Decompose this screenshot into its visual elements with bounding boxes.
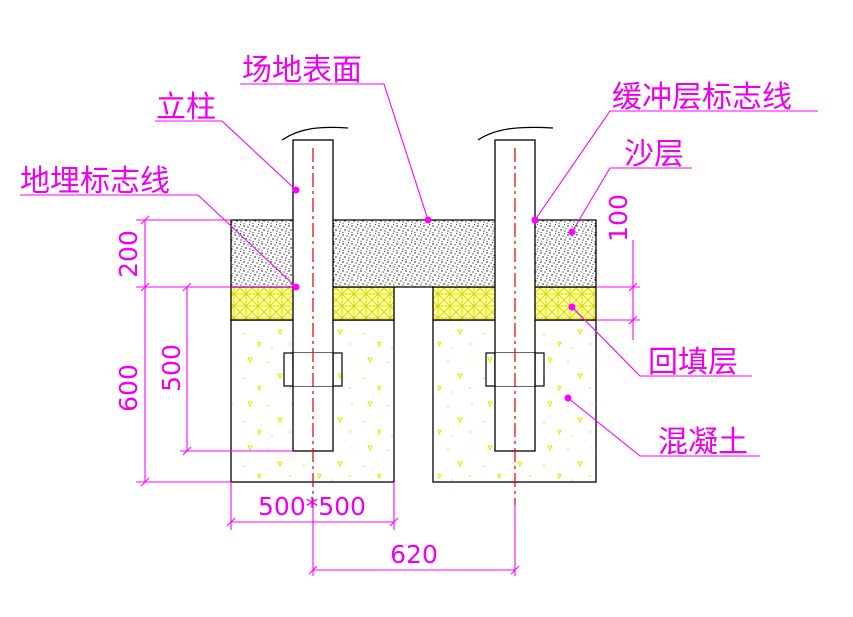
label-post: 立柱 xyxy=(156,90,216,125)
dimension-lines-left xyxy=(136,215,293,487)
dim-200: 200 xyxy=(114,230,143,278)
dim-spacing: 620 xyxy=(390,540,438,569)
leader-dots xyxy=(292,186,576,402)
leader-lines xyxy=(20,83,818,457)
label-buried-marker: 地埋标志线 xyxy=(20,164,170,199)
dimension-lines-right xyxy=(596,240,640,340)
dimension-lines-bottom xyxy=(226,482,520,576)
label-buffer-marker: 缓冲层标志线 xyxy=(612,80,792,115)
label-sand: 沙层 xyxy=(624,137,684,172)
label-backfill: 回填层 xyxy=(648,345,738,380)
dim-footing: 500*500 xyxy=(258,492,366,521)
label-concrete: 混凝土 xyxy=(658,425,748,460)
label-surface: 场地表面 xyxy=(242,53,362,88)
dim-100: 100 xyxy=(604,194,633,242)
dim-600: 600 xyxy=(114,364,143,412)
dim-500: 500 xyxy=(157,344,186,392)
